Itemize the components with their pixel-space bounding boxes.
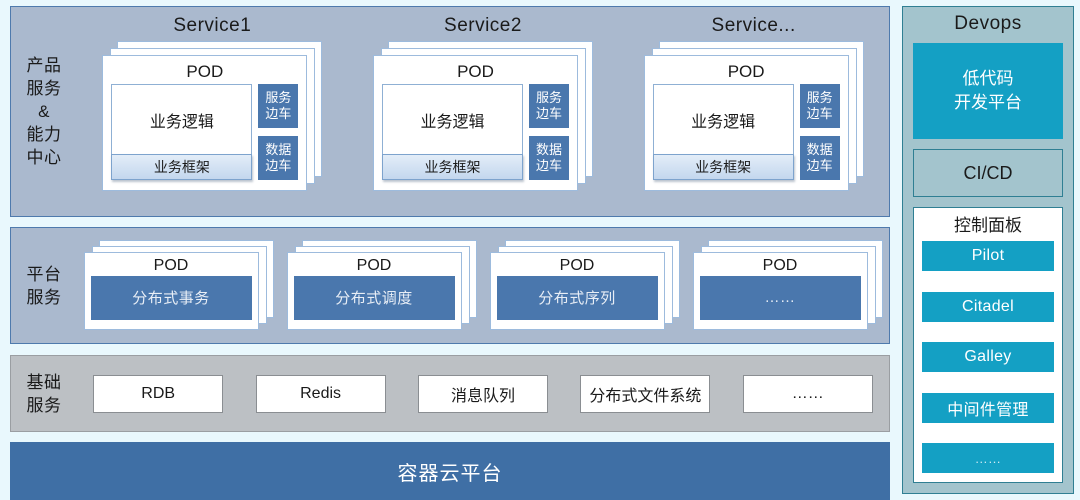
pod-card-stack[interactable]: POD 业务逻辑 业务框架 服务 边车 数据 边车 (372, 41, 593, 191)
pod-card-front[interactable]: POD 业务逻辑 业务框架 服务 边车 数据 边车 (372, 55, 578, 191)
pod-main: 业务逻辑 业务框架 (381, 84, 523, 180)
control-panel-item-pilot[interactable]: Pilot (922, 241, 1054, 271)
pod-main: 业务逻辑 业务框架 (111, 84, 253, 180)
low-code-platform-block[interactable]: 低代码 开发平台 (913, 43, 1063, 139)
band-product-service-capability: 产品 服务 & 能力 中心 Service1 POD 业务逻辑 (10, 6, 890, 217)
platform-pod-label: 分布式事务 (90, 275, 252, 320)
pod-title: POD (559, 256, 595, 274)
pod-title: POD (153, 256, 189, 274)
basic-service-message-queue[interactable]: 消息队列 (417, 374, 548, 413)
platform-pod-distributed-transaction[interactable]: POD 分布式事务 (83, 239, 274, 332)
data-sidecar-box: 数据 边车 (528, 136, 569, 180)
band-platform-service: 平台 服务 POD 分布式事务 POD 分布式调度 (10, 227, 890, 344)
service-group-container: Service1 POD 业务逻辑 业务框架 (77, 7, 889, 216)
business-logic-box: 业务逻辑 (691, 113, 756, 131)
control-panel-item-galley[interactable]: Galley (922, 342, 1054, 372)
pod-main: 业务逻辑 业务框架 (652, 84, 794, 180)
business-framework-box: 业务框架 (381, 154, 523, 180)
control-panel-title: 控制面板 (954, 216, 1022, 235)
platform-pod-distributed-scheduling[interactable]: POD 分布式调度 (286, 239, 477, 332)
band-label-product: 产品 服务 & 能力 中心 (26, 56, 62, 167)
pod-card-front[interactable]: POD …… (692, 251, 868, 330)
control-panel-item-middleware-management[interactable]: 中间件管理 (922, 392, 1054, 423)
business-framework-box: 业务框架 (652, 154, 794, 180)
service-title: Service1 (173, 15, 252, 36)
platform-pod-more[interactable]: POD …… (692, 239, 883, 332)
control-panel-list: Pilot Citadel Galley 中间件管理 …… (922, 239, 1054, 475)
pod-card-front[interactable]: POD 业务逻辑 业务框架 服务 边车 数据 边车 (102, 55, 308, 191)
platform-pod-container: POD 分布式事务 POD 分布式调度 POD (77, 228, 889, 343)
cicd-block[interactable]: CI/CD (913, 149, 1063, 197)
pod-card-front[interactable]: POD 分布式调度 (286, 251, 462, 330)
business-logic-box: 业务逻辑 (420, 113, 485, 131)
devops-panel: Devops 低代码 开发平台 CI/CD 控制面板 Pilot Citadel… (902, 6, 1074, 494)
pod-title: POD (356, 256, 392, 274)
service-group-service2[interactable]: Service2 POD 业务逻辑 业务框架 (363, 7, 603, 216)
service-sidecar-box: 服务 边车 (258, 84, 299, 128)
platform-pod-label: …… (699, 275, 861, 320)
pod-card-front[interactable]: POD 业务逻辑 业务框架 服务 边车 数据 边车 (643, 55, 849, 191)
basic-service-more[interactable]: …… (742, 374, 873, 413)
service-title: Service2 (444, 15, 522, 36)
service-sidecar-box: 服务 边车 (799, 84, 840, 128)
service-group-service-more[interactable]: Service... POD 业务逻辑 业务框架 (634, 7, 874, 216)
pod-card-stack[interactable]: POD 业务逻辑 业务框架 服务 边车 数据 边车 (102, 41, 323, 191)
platform-pod-distributed-sequence[interactable]: POD 分布式序列 (489, 239, 680, 332)
pod-title: POD (727, 62, 765, 81)
pod-inner: 业务逻辑 业务框架 服务 边车 数据 边车 (652, 84, 840, 180)
band-label-basic: 基础 服务 (26, 372, 62, 415)
control-panel-item-citadel[interactable]: Citadel (922, 291, 1054, 322)
control-panel-block: 控制面板 Pilot Citadel Galley 中间件管理 …… (913, 207, 1063, 483)
platform-pod-label: 分布式调度 (293, 275, 455, 320)
service-group-service1[interactable]: Service1 POD 业务逻辑 业务框架 (92, 7, 332, 216)
control-panel-item-more[interactable]: …… (922, 443, 1054, 473)
main-stack: 产品 服务 & 能力 中心 Service1 POD 业务逻辑 (10, 6, 890, 500)
basic-service-distributed-file-system[interactable]: 分布式文件系统 (580, 374, 711, 413)
pod-title: POD (457, 62, 494, 81)
pod-inner: 业务逻辑 业务框架 服务 边车 数据 边车 (381, 84, 569, 180)
pod-title: POD (186, 62, 224, 81)
pod-card-front[interactable]: POD 分布式序列 (489, 251, 665, 330)
service-title: Service... (711, 15, 796, 36)
data-sidecar-box: 数据 边车 (799, 136, 840, 180)
basic-service-rdb[interactable]: RDB (93, 374, 224, 413)
sidecar-column: 服务 边车 数据 边车 (258, 84, 299, 180)
band-basic-service: 基础 服务 RDB Redis 消息队列 分布式文件系统 …… (10, 355, 890, 432)
pod-inner: 业务逻辑 业务框架 服务 边车 数据 边车 (111, 84, 299, 180)
business-framework-box: 业务框架 (111, 154, 253, 180)
basic-service-container: RDB Redis 消息队列 分布式文件系统 …… (77, 356, 889, 431)
pod-title: POD (762, 256, 798, 274)
band-label-platform: 平台 服务 (26, 264, 62, 307)
pod-card-stack[interactable]: POD 业务逻辑 业务框架 服务 边车 数据 边车 (643, 41, 864, 191)
basic-service-redis[interactable]: Redis (255, 374, 386, 413)
devops-panel-title: Devops (954, 13, 1022, 34)
pod-card-front[interactable]: POD 分布式事务 (83, 251, 259, 330)
service-sidecar-box: 服务 边车 (528, 84, 569, 128)
sidecar-column: 服务 边车 数据 边车 (528, 84, 569, 180)
platform-pod-label: 分布式序列 (496, 275, 658, 320)
data-sidecar-box: 数据 边车 (258, 136, 299, 180)
sidecar-column: 服务 边车 数据 边车 (799, 84, 840, 180)
business-logic-box: 业务逻辑 (149, 113, 214, 131)
container-cloud-platform-bar: 容器云平台 (10, 442, 890, 500)
